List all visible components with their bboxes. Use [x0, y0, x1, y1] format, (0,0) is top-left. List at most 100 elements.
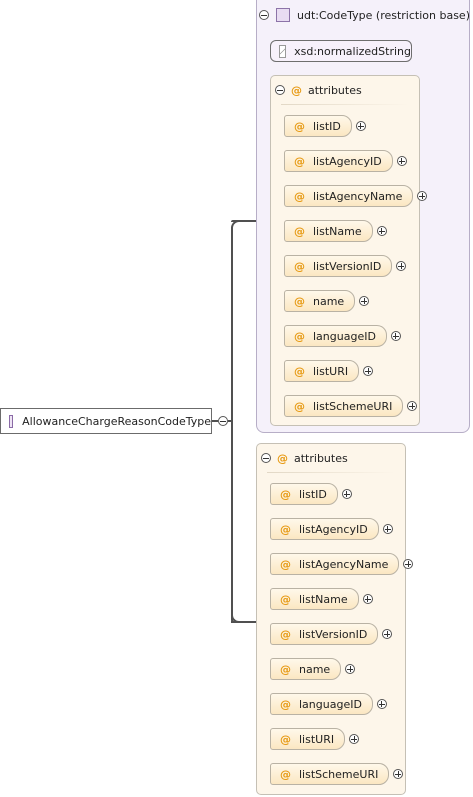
attribute-at-icon: @	[294, 259, 305, 273]
simple-type-box[interactable]: xsd:normalizedString	[270, 40, 412, 62]
root-collapse-toggle[interactable]	[218, 416, 228, 426]
attribute-label: listSchemeURI	[313, 399, 393, 413]
attribute-row: @languageID	[270, 693, 387, 715]
expand-icon[interactable]	[376, 226, 387, 236]
attribute-at-icon: @	[280, 662, 291, 676]
attribute-chip[interactable]: @listURI	[270, 728, 346, 750]
attribute-label: listURI	[299, 732, 335, 746]
attribute-row: @ listAgencyID	[284, 150, 407, 172]
branch-vertical-line	[231, 226, 233, 622]
attribute-row: @listAgencyID	[270, 518, 393, 540]
branch-bottom-line	[231, 621, 257, 623]
attribute-chip[interactable]: @listAgencyName	[270, 553, 400, 575]
attribute-label: listURI	[313, 364, 349, 378]
attribute-chip[interactable]: @ listAgencyID	[284, 150, 393, 172]
attribute-chip[interactable]: @listName	[284, 220, 373, 242]
simple-type-icon	[279, 44, 287, 58]
attributes-group-title: attributes	[308, 83, 362, 97]
attribute-row: @ listID	[270, 483, 352, 505]
attribute-at-icon: @	[294, 399, 305, 413]
attribute-chip[interactable]: @listAgencyID	[270, 518, 379, 540]
attribute-chip[interactable]: @ listID	[284, 115, 352, 137]
attribute-at-icon: @	[294, 364, 305, 378]
element-square-icon	[9, 414, 14, 428]
attribute-at-icon: @	[280, 592, 291, 606]
attribute-row: @listURI	[270, 728, 360, 750]
expand-icon[interactable]	[363, 366, 374, 376]
attribute-label: listSchemeURI	[299, 767, 379, 781]
attribute-row: @ name	[284, 290, 370, 312]
attribute-chip[interactable]: @ listVersionID	[284, 255, 393, 277]
attributes-collapse-icon[interactable]	[275, 85, 285, 95]
attribute-label: listID	[299, 487, 327, 501]
attribute-label: listAgencyName	[313, 189, 403, 203]
expand-icon[interactable]	[362, 594, 373, 604]
attribute-label: listVersionID	[299, 627, 368, 641]
expand-icon[interactable]	[417, 191, 428, 201]
branch-top-line	[231, 220, 257, 222]
expand-icon[interactable]	[382, 629, 393, 639]
attribute-chip[interactable]: @ listSchemeURI	[270, 763, 390, 785]
attribute-chip[interactable]: @ listName	[270, 588, 359, 610]
attributes-collapse-icon[interactable]	[261, 453, 271, 463]
attribute-label: name	[299, 662, 331, 676]
attribute-chip[interactable]: @ listSchemeURI	[284, 395, 404, 417]
expand-icon[interactable]	[382, 524, 393, 534]
attribute-row: @listVersionID	[270, 623, 393, 645]
attribute-at-icon: @	[294, 119, 305, 133]
attribute-label: languageID	[299, 697, 362, 711]
attribute-at-icon: @	[294, 294, 305, 308]
attribute-label: listName	[299, 592, 348, 606]
expand-icon[interactable]	[403, 559, 414, 569]
attribute-row: @listAgencyName	[270, 553, 414, 575]
attribute-chip[interactable]: @languageID	[270, 693, 373, 715]
attribute-chip[interactable]: @languageID	[284, 325, 387, 347]
attribute-chip[interactable]: @ name	[270, 658, 342, 680]
attribute-label: listID	[313, 119, 341, 133]
attributes-group-title: attributes	[294, 451, 348, 465]
attribute-row: @ listURI	[284, 360, 374, 382]
attribute-chip[interactable]: @ listID	[270, 483, 338, 505]
branch-connector	[228, 420, 232, 422]
attribute-at-icon: @	[294, 224, 305, 238]
attribute-at-icon: @	[277, 451, 288, 465]
attribute-label: listAgencyID	[313, 154, 382, 168]
expand-icon[interactable]	[390, 331, 401, 341]
expand-icon[interactable]	[349, 734, 360, 744]
attribute-label: name	[313, 294, 345, 308]
root-connector	[212, 420, 218, 422]
attribute-row: @ listVersionID	[284, 255, 407, 277]
attribute-at-icon: @	[280, 767, 291, 781]
expand-icon[interactable]	[396, 261, 407, 271]
complex-type-icon	[276, 8, 290, 22]
branch-corner-top	[231, 220, 243, 232]
type-group-title: udt:CodeType (restriction base)	[297, 8, 470, 22]
branch-corner-bottom	[231, 611, 243, 623]
attribute-chip[interactable]: @ listURI	[284, 360, 360, 382]
attribute-chip[interactable]: @listAgencyName	[284, 185, 414, 207]
expand-icon[interactable]	[341, 489, 352, 499]
expand-icon[interactable]	[407, 401, 418, 411]
attribute-row: @listName	[284, 220, 387, 242]
attribute-at-icon: @	[280, 557, 291, 571]
attribute-at-icon: @	[294, 154, 305, 168]
root-element-label: AllowanceChargeReasonCodeType	[22, 414, 211, 428]
attribute-label: listVersionID	[313, 259, 382, 273]
attribute-at-icon: @	[291, 83, 302, 97]
expand-icon[interactable]	[396, 156, 407, 166]
attribute-row: @ listID	[284, 115, 366, 137]
expand-icon[interactable]	[355, 121, 366, 131]
type-group-collapse-icon[interactable]	[259, 10, 269, 20]
attribute-chip[interactable]: @ name	[284, 290, 356, 312]
expand-icon[interactable]	[345, 664, 356, 674]
expand-icon[interactable]	[359, 296, 370, 306]
expand-icon[interactable]	[393, 769, 404, 779]
attribute-label: languageID	[313, 329, 376, 343]
root-element-box[interactable]: AllowanceChargeReasonCodeType	[0, 408, 212, 434]
expand-icon[interactable]	[376, 699, 387, 709]
attribute-at-icon: @	[280, 487, 291, 501]
simple-type-label: xsd:normalizedString	[294, 44, 411, 58]
attribute-row: @ listSchemeURI	[270, 763, 404, 785]
attribute-chip[interactable]: @listVersionID	[270, 623, 379, 645]
type-group-header: udt:CodeType (restriction base)	[259, 6, 470, 24]
